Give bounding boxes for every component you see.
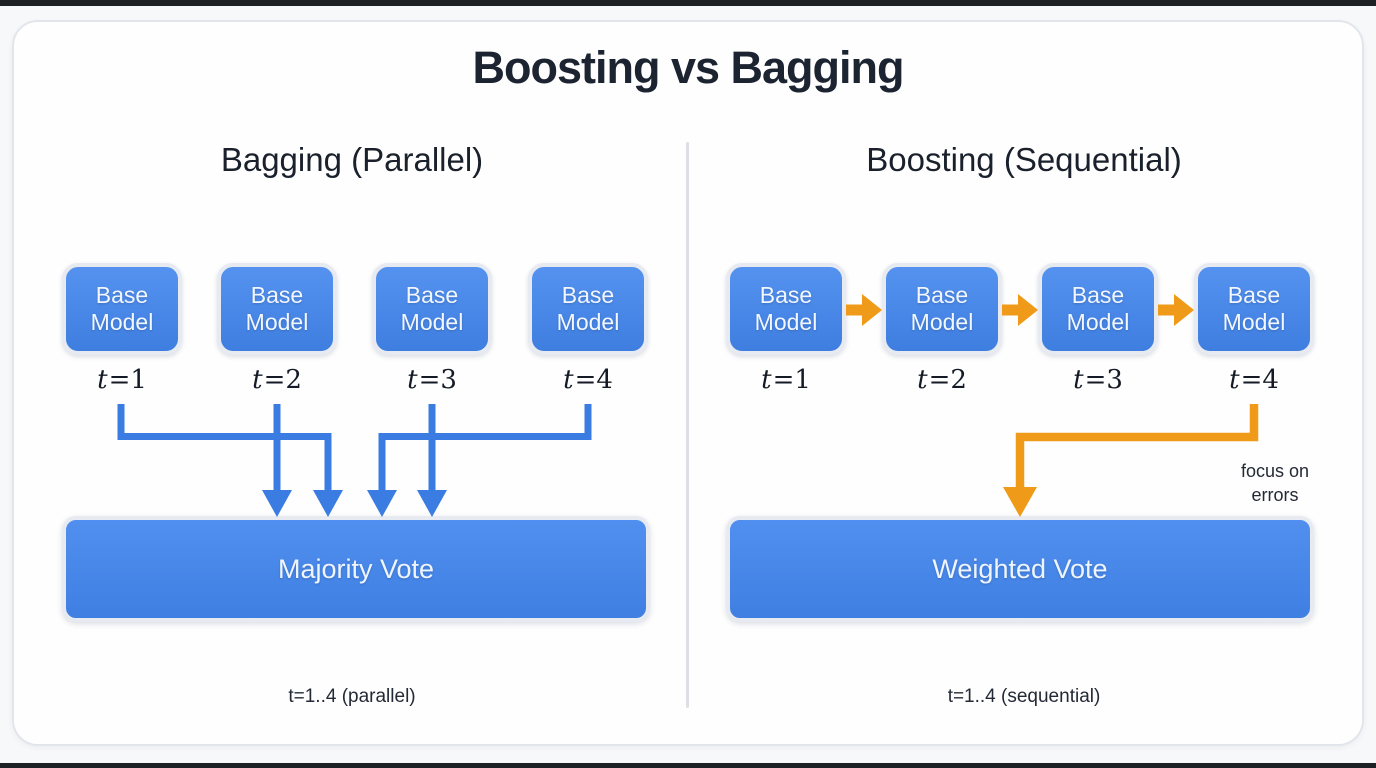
bagging-timestep-label-4: t=4 bbox=[563, 365, 613, 395]
weighted-vote-label: Weighted Vote bbox=[932, 553, 1108, 584]
base-model-label: Base Model bbox=[90, 281, 154, 335]
bagging-panel-header: Bagging (Parallel) bbox=[220, 141, 484, 178]
weighted-vote-box: Weighted Vote bbox=[726, 516, 1314, 622]
base-model-label: Base Model bbox=[400, 281, 464, 335]
bagging-base-model-box-1: Base Model bbox=[62, 263, 182, 355]
base-model-label: Base Model bbox=[754, 281, 818, 335]
boosting-timestep-label-3: t=3 bbox=[1073, 365, 1123, 395]
boosting-timestep-label-2: t=2 bbox=[917, 365, 967, 395]
majority-vote-label: Majority Vote bbox=[277, 553, 435, 584]
base-model-label: Base Model bbox=[556, 281, 620, 335]
panel-divider bbox=[686, 142, 689, 708]
bagging-timestep-label-3: t=3 bbox=[407, 365, 457, 395]
base-model-label: Base Model bbox=[1222, 281, 1286, 335]
boosting-caption: t=1..4 (sequential) bbox=[947, 686, 1101, 707]
bagging-base-model-box-2: Base Model bbox=[217, 263, 337, 355]
page-title: Boosting vs Bagging bbox=[472, 42, 905, 93]
bagging-base-model-box-4: Base Model bbox=[528, 263, 648, 355]
bagging-timestep-label-2: t=2 bbox=[252, 365, 302, 395]
bagging-timestep-label-1: t=1 bbox=[97, 365, 147, 395]
boosting-base-model-box-4: Base Model bbox=[1194, 263, 1314, 355]
top-edge-bar bbox=[0, 0, 1376, 6]
boosting-timestep-label-1: t=1 bbox=[761, 365, 811, 395]
boosting-base-model-box-1: Base Model bbox=[726, 263, 846, 355]
base-model-label: Base Model bbox=[1066, 281, 1130, 335]
boosting-base-model-box-3: Base Model bbox=[1038, 263, 1158, 355]
bagging-base-model-box-3: Base Model bbox=[372, 263, 492, 355]
boosting-base-model-box-2: Base Model bbox=[882, 263, 1002, 355]
bagging-caption: t=1..4 (parallel) bbox=[288, 686, 416, 707]
bottom-edge-bar bbox=[0, 763, 1376, 768]
boosting-panel-header: Boosting (Sequential) bbox=[866, 141, 1182, 178]
boosting-timestep-label-4: t=4 bbox=[1229, 365, 1279, 395]
base-model-label: Base Model bbox=[910, 281, 974, 335]
majority-vote-box: Majority Vote bbox=[62, 516, 650, 622]
focus-on-errors-note: focus on errors bbox=[1240, 461, 1310, 506]
base-model-label: Base Model bbox=[245, 281, 309, 335]
